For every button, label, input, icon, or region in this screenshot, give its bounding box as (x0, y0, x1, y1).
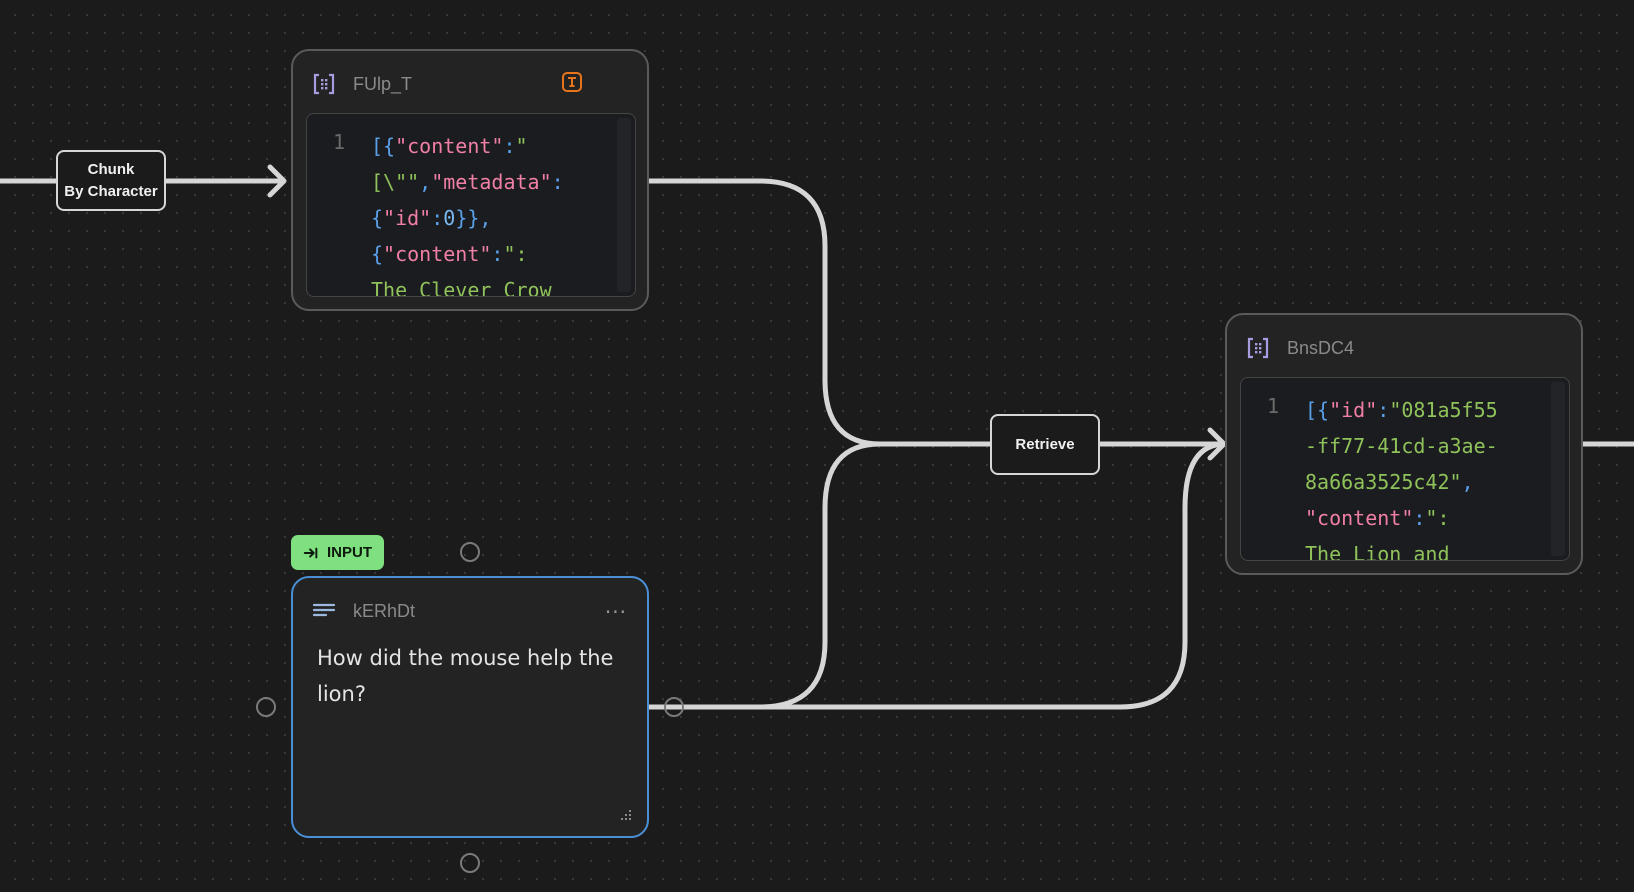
code-token: [\"" (371, 170, 420, 194)
code-line: The Lion and (1305, 536, 1498, 561)
code-token: : (491, 242, 504, 266)
line-number: 1 (333, 130, 346, 154)
edge-chunks-arrow (267, 164, 287, 198)
code-token: [{ (371, 134, 396, 158)
code-line: [{"content":" (371, 128, 564, 164)
list-brackets-icon (313, 73, 335, 95)
scrollbar[interactable] (617, 118, 631, 292)
handle-top[interactable] (460, 542, 480, 562)
code-token: "id" (1329, 398, 1378, 422)
code-token: ": (1425, 506, 1450, 530)
code-line: {"id":0}}, (371, 200, 564, 236)
more-dots-icon[interactable]: ··· (604, 600, 627, 624)
code-token: : (551, 170, 564, 194)
code-token: : (1413, 506, 1426, 530)
input-badge: INPUT (291, 535, 384, 570)
code-token: { (371, 206, 384, 230)
code-token: [{ (1305, 398, 1330, 422)
code-token: "content" (1305, 506, 1414, 530)
code-token: 0 (443, 206, 456, 230)
code-token: : (1377, 398, 1390, 422)
edge-label-retrieve[interactable]: Retrieve (990, 414, 1100, 475)
code-token: -ff77-41cd-a3ae- (1305, 434, 1498, 458)
code-line: [\"","metadata": (371, 164, 564, 200)
badge-label: INPUT (327, 544, 372, 561)
edge-label-line-1: Chunk (87, 160, 135, 178)
list-brackets-icon (1247, 337, 1269, 359)
input-arrow-icon (303, 547, 318, 558)
code-token: "content" (383, 242, 492, 266)
edge-query-to-results[interactable] (657, 441, 1228, 710)
code-token: "id" (383, 206, 432, 230)
handle-bottom[interactable] (460, 853, 480, 873)
node-title: FUlp_T (353, 73, 413, 94)
node-title: BnsDC4 (1287, 337, 1355, 358)
code-line: [{"id":"081a5f55 (1305, 392, 1498, 428)
code-token: , (479, 206, 492, 230)
code-token: { (371, 242, 384, 266)
query-text[interactable]: How did the mouse help the lion? (317, 646, 614, 706)
node-query[interactable]: kERhDt ··· How did the mouse help the li… (291, 576, 649, 838)
code-token: The Lion and (1305, 542, 1450, 561)
code-token: " (515, 134, 528, 158)
code-line: {"content":": (371, 236, 564, 272)
edge-label-chunk-by-character[interactable]: Chunk By Character (56, 150, 166, 211)
code-text: [{"content":"[\"","metadata":{"id":0}},{… (371, 128, 564, 297)
edge-label-text: Retrieve (1015, 435, 1075, 453)
code-token: "metadata" (431, 170, 552, 194)
edge-query-to-retrieve[interactable] (646, 441, 883, 710)
code-preview[interactable]: 1 [{"id":"081a5f55-ff77-41cd-a3ae-8a66a3… (1240, 377, 1570, 561)
resize-handle-icon[interactable] (617, 808, 633, 824)
code-token: The Clever Crow (371, 278, 552, 297)
code-line: The Clever Crow (371, 272, 564, 297)
code-line: 8a66a3525c42", (1305, 464, 1498, 500)
text-lines-icon (312, 603, 336, 617)
node-header: BnsDC4 (1245, 333, 1354, 363)
handle-left[interactable] (256, 697, 276, 717)
code-token: "081a5f55 (1389, 398, 1498, 422)
code-preview[interactable]: 1 [{"content":"[\"","metadata":{"id":0}}… (306, 113, 636, 297)
text-warning-icon[interactable] (561, 71, 583, 93)
code-token: ": (503, 242, 528, 266)
code-text: [{"id":"081a5f55-ff77-41cd-a3ae-8a66a352… (1305, 392, 1498, 561)
code-token: , (1461, 470, 1474, 494)
node-header: kERhDt (311, 596, 415, 626)
code-token: 8a66a3525c42" (1305, 470, 1462, 494)
code-token: : (431, 206, 444, 230)
edge-chunks-to-retrieve[interactable] (646, 178, 1003, 447)
edge-label-line-2: By Character (64, 182, 158, 200)
line-number: 1 (1267, 394, 1280, 418)
node-title: kERhDt (353, 600, 416, 621)
edge-results-arrow (1207, 427, 1227, 461)
code-token: : (503, 134, 516, 158)
handle-right[interactable] (664, 697, 684, 717)
code-token: }} (455, 206, 480, 230)
node-chunks[interactable]: FUlp_T 1 [{"content":"[\"","metadata":{"… (291, 49, 649, 311)
node-results[interactable]: BnsDC4 1 [{"id":"081a5f55-ff77-41cd-a3ae… (1225, 313, 1583, 575)
scrollbar[interactable] (1551, 382, 1565, 556)
node-header: FUlp_T (311, 69, 412, 99)
code-token: "content" (395, 134, 504, 158)
code-line: "content":": (1305, 500, 1498, 536)
code-line: -ff77-41cd-a3ae- (1305, 428, 1498, 464)
code-token: , (419, 170, 432, 194)
